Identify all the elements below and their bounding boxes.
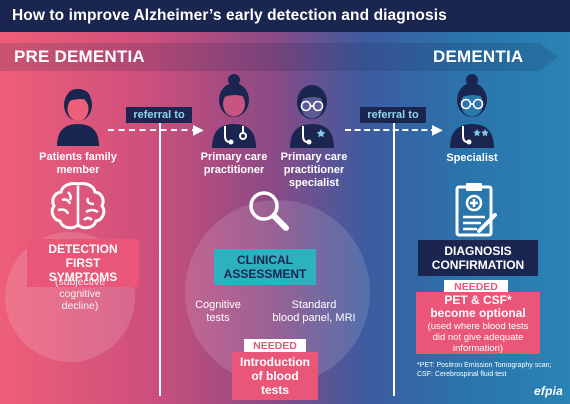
efpia-logo: efpia — [534, 384, 564, 398]
practitioner-icon — [212, 74, 256, 148]
practitioner-specialist-icon — [290, 85, 334, 148]
magnifier-icon — [249, 191, 289, 231]
family-member-icon — [57, 88, 99, 146]
arrow-right-icon: ▶ — [432, 121, 443, 137]
referral-tag: referral to — [360, 107, 426, 123]
referral-divider-line — [393, 108, 395, 396]
standard-tests-label: Standard blood panel, MRI — [272, 299, 356, 324]
detection-note: (subjective cognitive decline) — [54, 276, 106, 312]
clinical-assessment-box: CLINICAL ASSESSMENT — [214, 249, 316, 285]
pet-csf-box: PET & CSF* become optional (used where b… — [416, 292, 540, 354]
title-bar: How to improve Alzheimer’s early detecti… — [0, 0, 570, 32]
phase-arrow-band — [0, 43, 558, 71]
phase-dementia: DEMENTIA — [433, 47, 524, 66]
specialist-icon — [450, 74, 494, 148]
page-title: How to improve Alzheimer’s early detecti… — [12, 7, 447, 24]
needed-tag: NEEDED — [444, 280, 508, 294]
person-label: Primary care practitioner specialist — [280, 151, 348, 189]
cognitive-tests-label: Cognitive tests — [195, 299, 241, 324]
referral-tag: referral to — [126, 107, 192, 123]
needed-tag: NEEDED — [244, 339, 306, 353]
referral-arrow-line — [345, 129, 437, 131]
brain-icon — [50, 182, 106, 230]
arrow-right-icon: ▶ — [193, 121, 204, 137]
diagnosis-confirmation-box: DIAGNOSIS CONFIRMATION — [418, 240, 538, 276]
footnote: *PET: Positron Emission Tomography scan;… — [417, 362, 552, 378]
person-label: Patients family member — [39, 151, 117, 176]
person-label: Primary care practitioner — [200, 151, 268, 176]
detection-box: DETECTION FIRST SYMPTOMS — [27, 239, 139, 287]
referral-arrow-line — [108, 129, 198, 131]
clipboard-icon — [455, 183, 497, 237]
phase-pre-dementia: PRE DEMENTIA — [14, 47, 145, 66]
blood-tests-box: Introduction of blood tests — [232, 352, 318, 400]
person-label: Specialist — [446, 152, 498, 164]
referral-divider-line — [159, 108, 161, 396]
